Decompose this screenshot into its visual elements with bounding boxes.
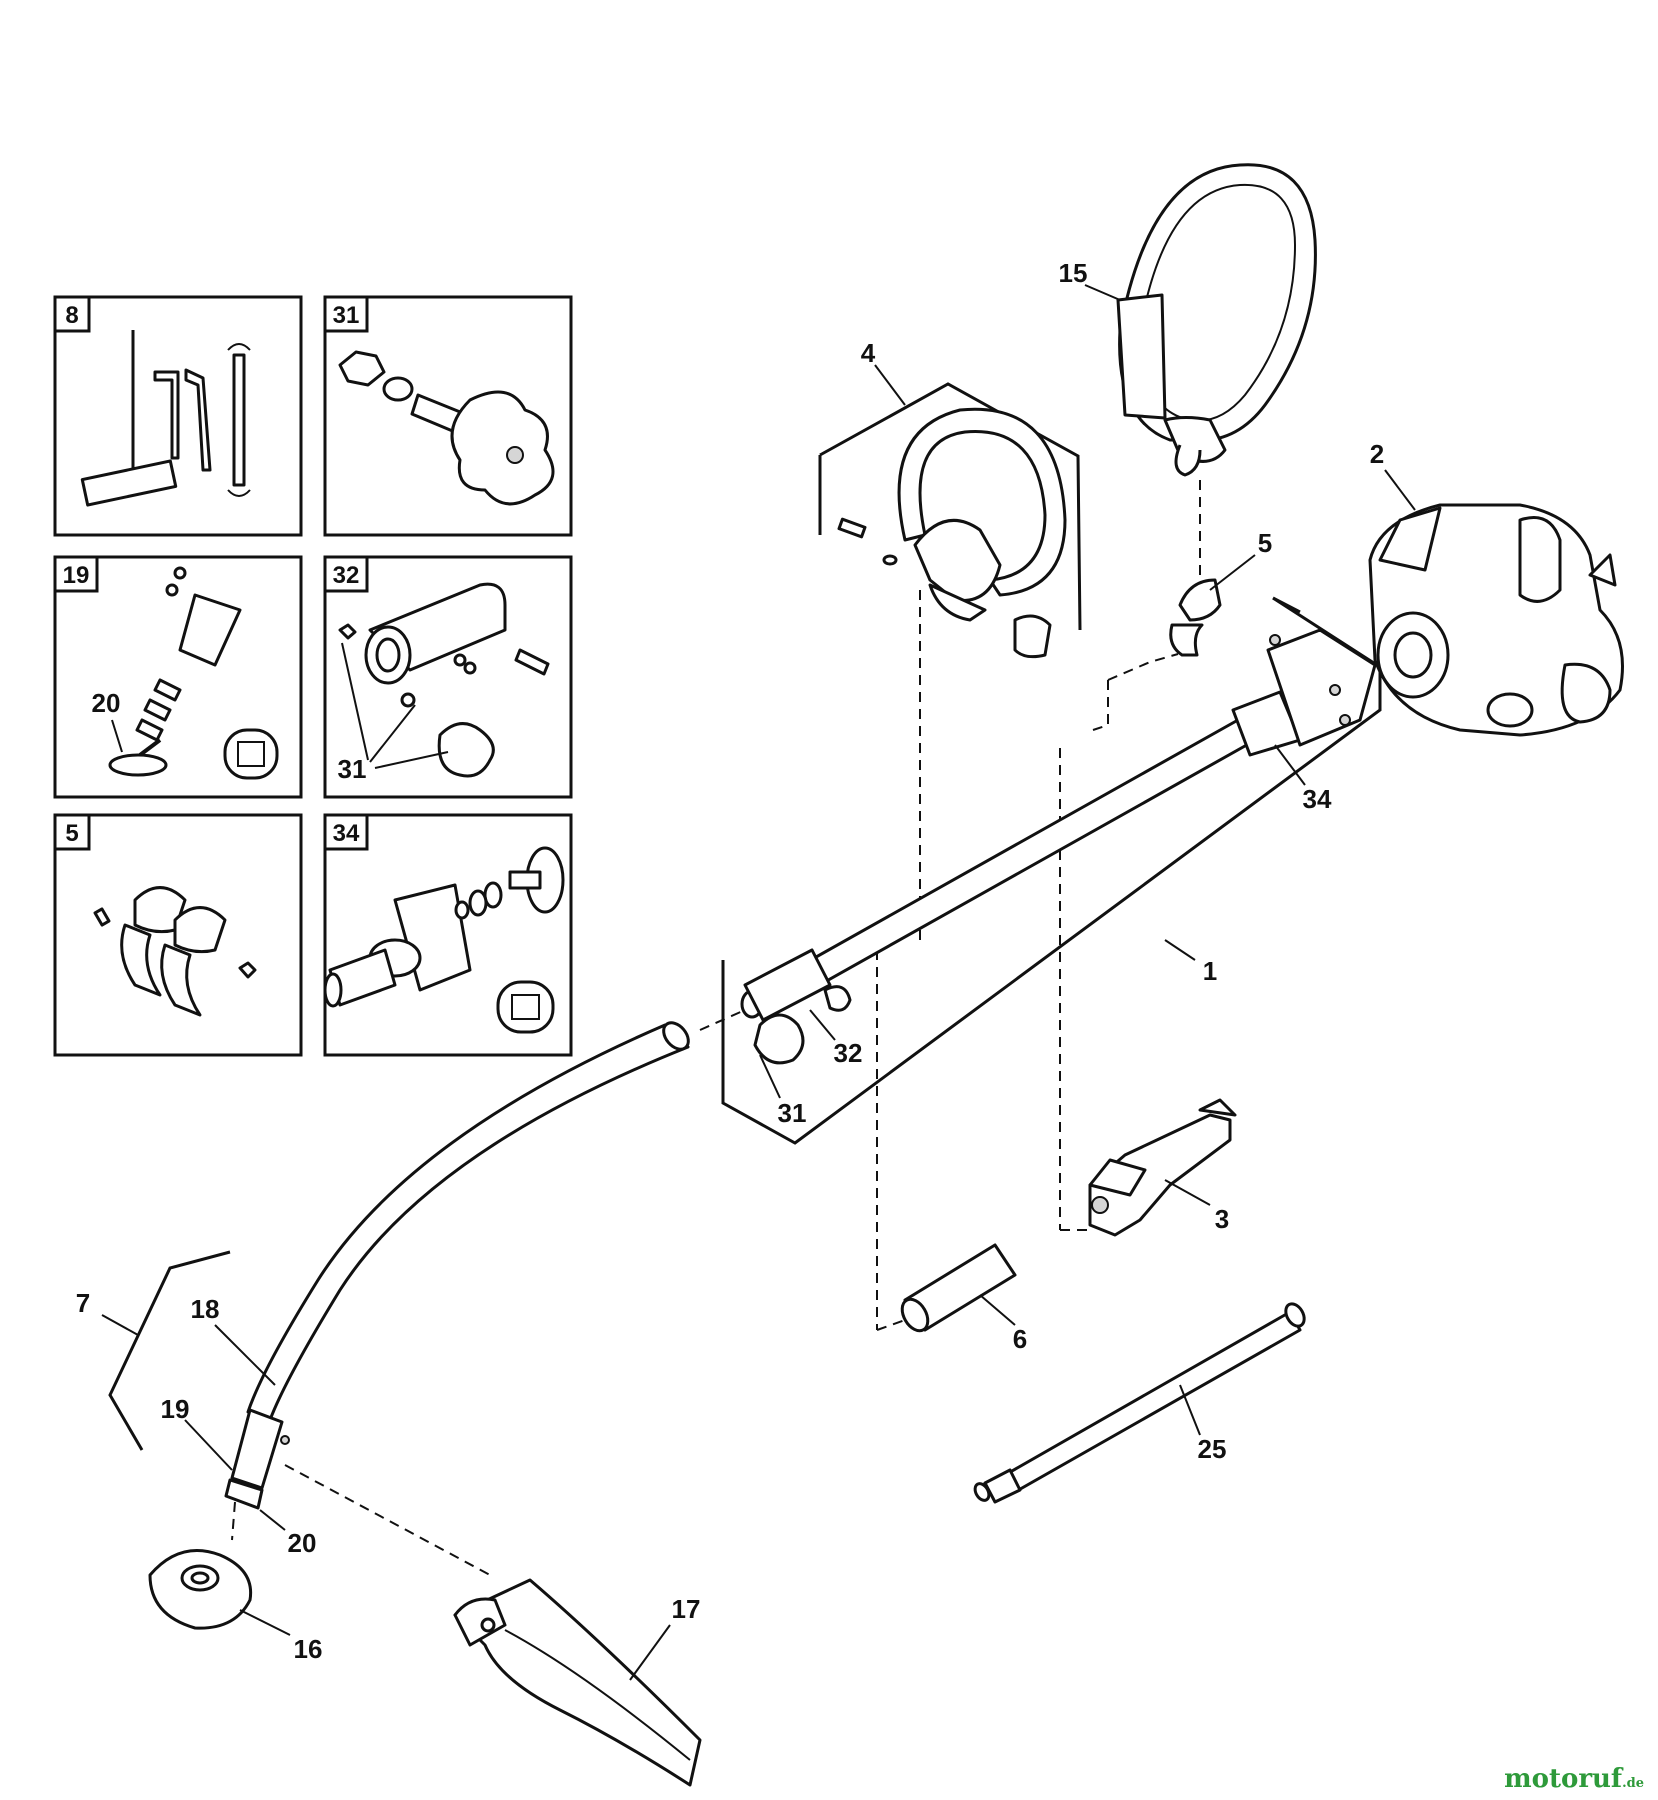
- belt-clip-icon: [1169, 578, 1222, 657]
- inset-box-32: 32 31: [323, 555, 573, 799]
- knob-icon: [338, 350, 555, 506]
- watermark-tld: .de: [1622, 1776, 1644, 1791]
- box-number: 31: [333, 302, 360, 329]
- inset-box-5: 5: [53, 813, 303, 1057]
- callout-32: 32: [834, 1038, 863, 1068]
- callout-19: 19: [161, 1394, 190, 1424]
- loop-handle-icon: [837, 407, 1067, 659]
- callout-20-inset: 20: [92, 688, 121, 718]
- callout-6: 6: [1013, 1324, 1027, 1354]
- tool-kit-icon: [80, 330, 251, 507]
- callout-2: 2: [1370, 439, 1384, 469]
- shaft-tube: [740, 718, 1254, 1065]
- callout-20: 20: [288, 1528, 317, 1558]
- inset-box-34: 34: [323, 813, 573, 1057]
- callout-1: 1: [1203, 956, 1217, 986]
- drive-cable-icon: [973, 1302, 1306, 1504]
- box-number: 8: [65, 302, 78, 329]
- callout-5: 5: [1258, 528, 1272, 558]
- callout-16: 16: [294, 1634, 323, 1664]
- trimmer-head-icon: [148, 1549, 253, 1630]
- clip-icon: [93, 886, 257, 1017]
- callout-15: 15: [1059, 258, 1088, 288]
- watermark-logo: motoruf.de: [1504, 1764, 1644, 1794]
- inset-box-8: 8: [53, 295, 303, 537]
- gear-head-icon: [323, 846, 565, 1034]
- box-number: 19: [63, 562, 90, 589]
- box-number: 5: [65, 820, 78, 847]
- callout-18: 18: [191, 1294, 220, 1324]
- engine-icon: [1368, 503, 1624, 737]
- curved-shaft-icon: [224, 1021, 690, 1510]
- callout-3: 3: [1215, 1204, 1229, 1234]
- throttle-handle-icon: [1088, 1098, 1237, 1237]
- sleeve-icon: [900, 1243, 1017, 1333]
- callout-31: 31: [778, 1098, 807, 1128]
- guard-icon: [453, 1578, 702, 1787]
- assembly-lines: [231, 480, 1391, 1576]
- strap-icon: [1116, 163, 1317, 477]
- bracket-7: [108, 1250, 231, 1451]
- inset-box-19: 19 20: [53, 555, 303, 799]
- drive-head-icon: [108, 566, 279, 780]
- leader-lines: [101, 284, 1416, 1681]
- callout-31-inset: 31: [338, 754, 367, 784]
- shaft-housing: [1231, 628, 1377, 757]
- callout-7: 7: [76, 1288, 90, 1318]
- box-number: 32: [333, 562, 360, 589]
- inset-box-31: 31: [323, 295, 573, 537]
- box-number: 34: [333, 820, 360, 847]
- clamp-icon: [338, 582, 550, 778]
- callout-34: 34: [1303, 784, 1332, 814]
- callout-25: 25: [1198, 1434, 1227, 1464]
- watermark-brand: motoruf: [1504, 1764, 1623, 1794]
- callout-17: 17: [672, 1594, 701, 1624]
- callout-4: 4: [861, 338, 876, 368]
